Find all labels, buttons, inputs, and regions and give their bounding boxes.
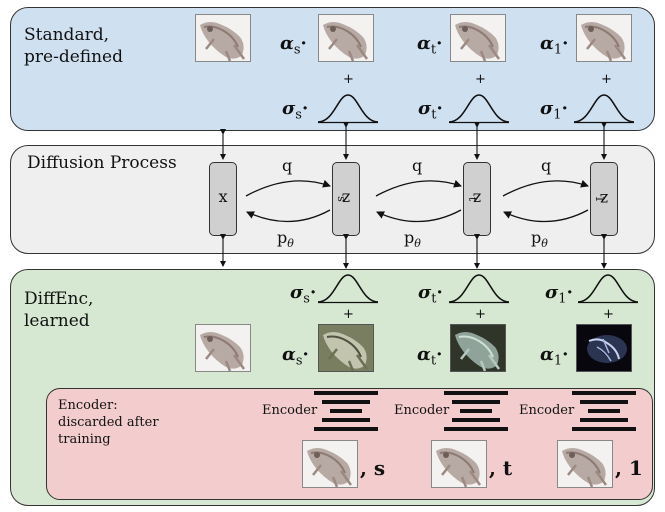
image-x-standard: [195, 14, 251, 62]
encoder-block-label: Encoder: [262, 403, 318, 418]
image-standard-s: [318, 14, 374, 62]
encoder-condition-t: , t: [489, 456, 513, 480]
sigma-1-label: σ1·: [540, 98, 568, 123]
plus-sign: +: [601, 72, 612, 87]
diffenc-alpha-s-label: αs·: [282, 344, 309, 369]
encoder-condition-s: , s: [360, 456, 386, 480]
plus-sign: +: [603, 307, 614, 322]
encoder-input-image-s: [302, 440, 358, 488]
encoded-image-1: [576, 324, 632, 372]
plus-sign: +: [475, 307, 486, 322]
encoder-block-label: Encoder: [519, 403, 575, 418]
alpha-t-label: αt·: [417, 33, 443, 58]
plus-sign: +: [343, 307, 354, 322]
forward-q-label: q: [282, 156, 293, 175]
image-x-diffenc: [195, 324, 251, 372]
forward-q-label: q: [541, 156, 552, 175]
reverse-p-label: pθ: [404, 228, 421, 251]
diffenc-sigma-t-label: σt·: [418, 282, 443, 307]
encoder-input-image-t: [431, 440, 487, 488]
diffenc-alpha-t-label: αt·: [417, 344, 443, 369]
alpha-1-label: α1·: [540, 33, 569, 58]
diffenc-sigma-s-label: σs·: [290, 282, 317, 307]
encoder-input-image-1: [557, 440, 613, 488]
reverse-p-label: pθ: [277, 228, 294, 251]
encoder-block-label: Encoder: [394, 403, 450, 418]
node-x: x: [209, 162, 237, 236]
sigma-s-label: σs·: [282, 98, 309, 123]
diffenc-sigma-1-label: σ1·: [545, 282, 573, 307]
encoder-panel-title: Encoder: discarded after training: [58, 398, 159, 447]
forward-q-label: q: [412, 156, 423, 175]
standard-panel-title: Standard, pre-defined: [24, 25, 123, 67]
image-standard-t: [450, 14, 506, 62]
diffenc-panel-title: DiffEnc, learned: [24, 289, 94, 331]
diffenc-alpha-1-label: α1·: [540, 344, 569, 369]
plus-sign: +: [475, 72, 486, 87]
diffusion-panel-title: Diffusion Process: [27, 153, 177, 173]
image-standard-1: [576, 14, 632, 62]
reverse-p-label: pθ: [531, 228, 548, 251]
plus-sign: +: [343, 72, 354, 87]
encoded-image-s: [318, 324, 374, 372]
encoder-condition-1: , 1: [615, 456, 643, 480]
encoded-image-t: [450, 324, 506, 372]
alpha-s-label: αs·: [280, 33, 307, 58]
sigma-t-label: σt·: [418, 98, 443, 123]
